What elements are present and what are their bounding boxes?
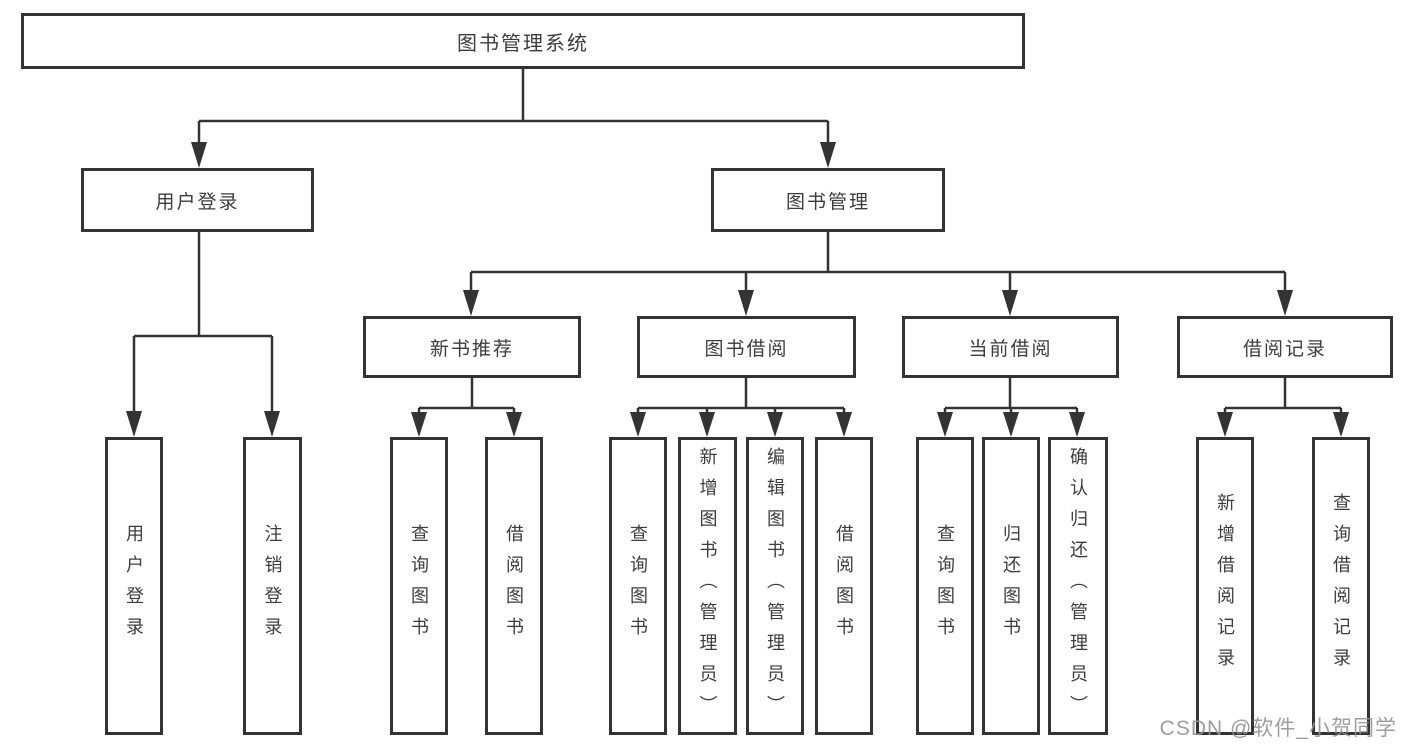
node-current-borrow: 当前借阅 xyxy=(902,316,1119,378)
leaf-return-books: 归还图书 xyxy=(982,437,1040,735)
leaf-query-books-1: 查询图书 xyxy=(390,437,448,735)
node-user-login-label: 用户登录 xyxy=(155,191,240,213)
leaf-add-books-admin-label: 新增图书（管理员） xyxy=(697,446,718,726)
leaf-logout-label: 注销登录 xyxy=(262,524,283,648)
node-new-book-recommend-label: 新书推荐 xyxy=(429,338,514,360)
node-book-borrow-label: 图书借阅 xyxy=(704,338,789,360)
node-book-borrow: 图书借阅 xyxy=(637,316,856,378)
leaf-query-books-3: 查询图书 xyxy=(916,437,974,735)
leaf-query-books-3-label: 查询图书 xyxy=(935,524,955,648)
leaf-query-books-2: 查询图书 xyxy=(609,437,667,735)
leaf-borrow-books-1-label: 借阅图书 xyxy=(504,524,524,648)
leaf-query-borrow-record: 查询借阅记录 xyxy=(1312,437,1370,735)
csdn-watermark: CSDN @软件_小贺同学 xyxy=(1159,717,1397,740)
node-root-label: 图书管理系统 xyxy=(457,32,589,55)
leaf-query-books-1-label: 查询图书 xyxy=(409,524,429,648)
leaf-edit-books-admin-label: 编辑图书（管理员） xyxy=(765,446,785,726)
leaf-user-login: 用户登录 xyxy=(105,437,163,735)
leaf-confirm-return-admin: 确认归还（管理员） xyxy=(1048,437,1108,735)
node-new-book-recommend: 新书推荐 xyxy=(363,316,581,378)
leaf-user-login-label: 用户登录 xyxy=(124,524,144,648)
node-current-borrow-label: 当前借阅 xyxy=(968,338,1053,360)
node-borrow-records: 借阅记录 xyxy=(1177,316,1393,378)
leaf-return-books-label: 归还图书 xyxy=(1001,524,1021,648)
leaf-add-books-admin: 新增图书（管理员） xyxy=(678,437,737,735)
leaf-edit-books-admin: 编辑图书（管理员） xyxy=(746,437,804,735)
node-book-management-label: 图书管理 xyxy=(785,191,870,213)
node-book-management: 图书管理 xyxy=(711,168,945,232)
node-borrow-records-label: 借阅记录 xyxy=(1242,338,1327,360)
leaf-query-books-2-label: 查询图书 xyxy=(628,524,648,648)
leaf-borrow-books-2-label: 借阅图书 xyxy=(834,524,854,648)
leaf-query-borrow-record-label: 查询借阅记录 xyxy=(1331,493,1351,679)
leaf-confirm-return-admin-label: 确认归还（管理员） xyxy=(1068,446,1088,726)
leaf-borrow-books-2: 借阅图书 xyxy=(815,437,873,735)
leaf-add-borrow-record: 新增借阅记录 xyxy=(1196,437,1254,735)
leaf-logout: 注销登录 xyxy=(243,437,302,735)
node-root-library-system: 图书管理系统 xyxy=(21,13,1025,69)
leaf-add-borrow-record-label: 新增借阅记录 xyxy=(1215,493,1235,679)
arrowheads xyxy=(126,142,1349,437)
node-user-login: 用户登录 xyxy=(81,168,314,232)
leaf-borrow-books-1: 借阅图书 xyxy=(485,437,543,735)
